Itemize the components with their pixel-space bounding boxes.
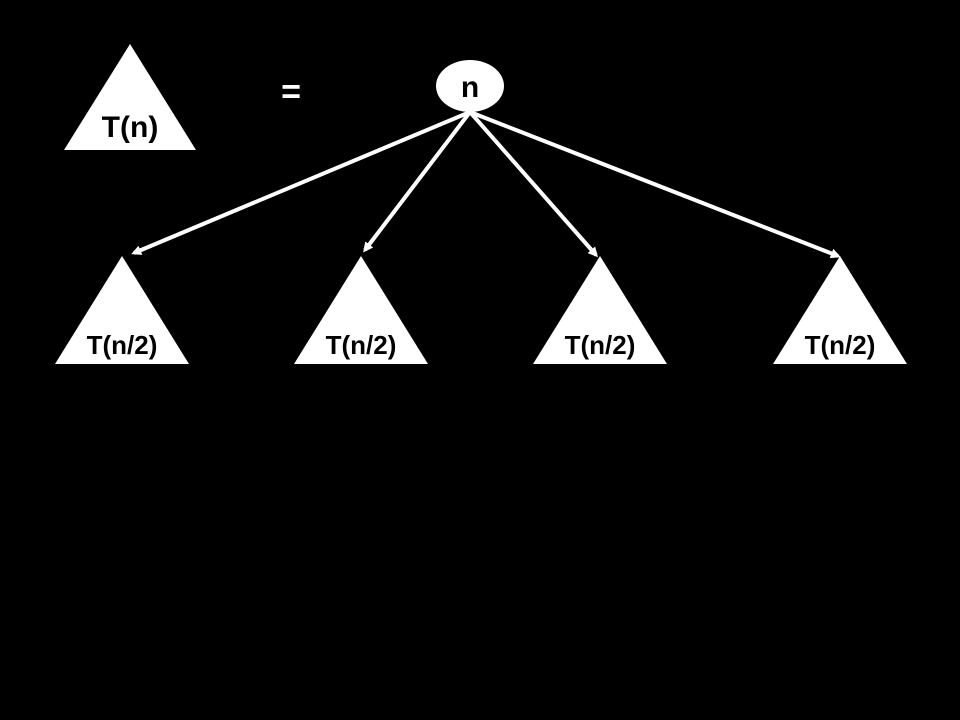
child-label-1: T(n/2) [87, 330, 158, 360]
child-triangle-1 [55, 256, 189, 364]
lhs-triangle-node: T(n) [64, 44, 196, 150]
edge-1 [131, 110, 471, 255]
edge-3 [468, 110, 598, 258]
child-node-4: T(n/2) [773, 256, 907, 364]
child-triangle-4 [773, 256, 907, 364]
root-label: n [461, 71, 479, 104]
equals-sign: = [281, 73, 301, 111]
child-node-1: T(n/2) [55, 256, 189, 364]
lhs-triangle [64, 44, 196, 150]
child-triangle-3 [533, 256, 667, 364]
root-node: n [436, 60, 504, 112]
child-triangle-2 [294, 256, 428, 364]
edge-2 [363, 110, 472, 253]
child-node-2: T(n/2) [294, 256, 428, 364]
lhs-label: T(n) [102, 111, 159, 144]
root-ellipse [436, 60, 504, 112]
child-label-4: T(n/2) [805, 330, 876, 360]
edge-4 [469, 110, 841, 259]
child-label-2: T(n/2) [326, 330, 397, 360]
edges [131, 110, 841, 259]
child-node-3: T(n/2) [533, 256, 667, 364]
child-label-3: T(n/2) [565, 330, 636, 360]
